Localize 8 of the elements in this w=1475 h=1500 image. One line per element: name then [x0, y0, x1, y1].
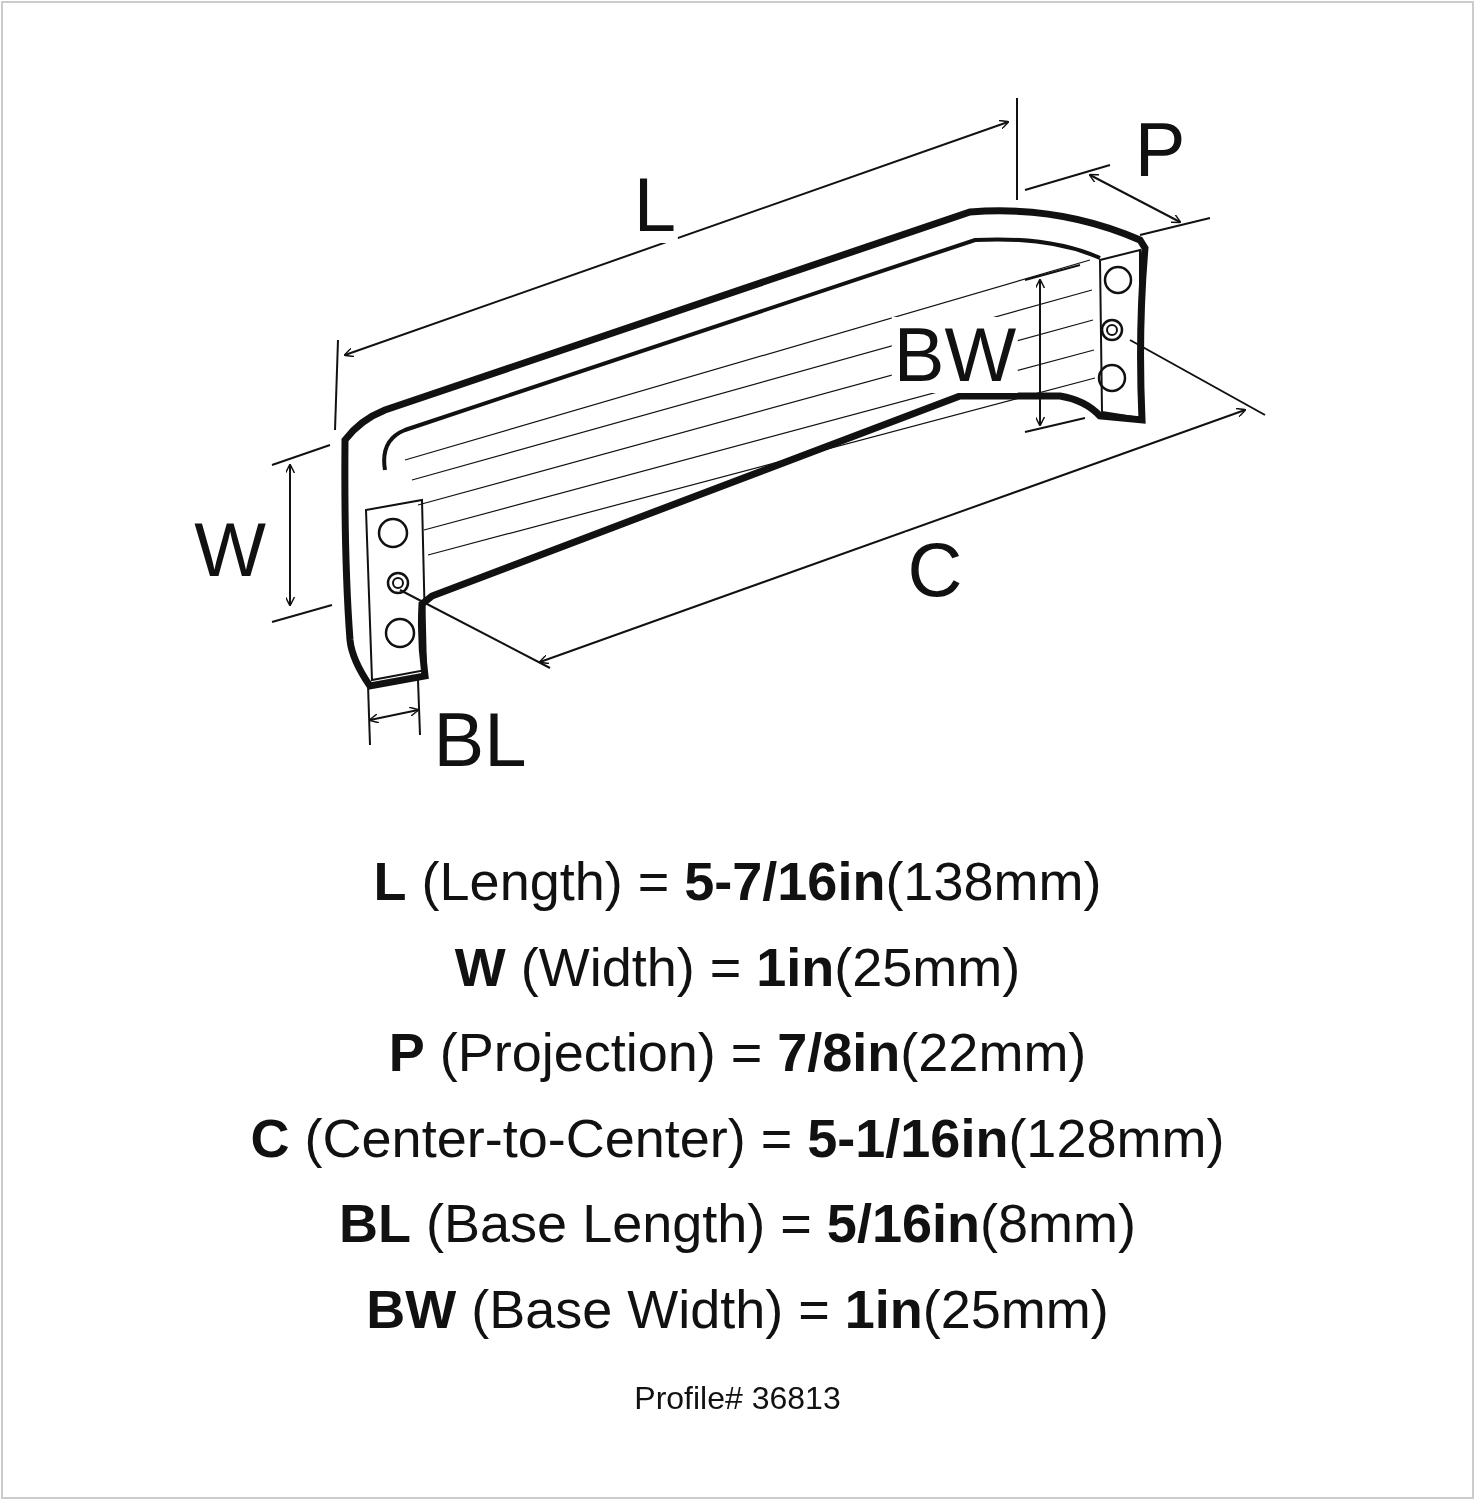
dimension-label: BW	[891, 317, 1019, 393]
spec-line: C (Center-to-Center) = 5-1/16in(128mm)	[250, 1107, 1225, 1168]
spec-line: BL (Base Length) = 5/16in(8mm)	[339, 1193, 1136, 1253]
profile-number: Profile# 36813	[634, 1380, 841, 1416]
spec-line: P (Projection) = 7/8in(22mm)	[388, 1022, 1087, 1082]
spec-line: L (Length) = 5-7/16in(138mm)	[373, 851, 1102, 911]
spec-line: W (Width) = 1in(25mm)	[454, 936, 1021, 997]
spec-line: BW (Base Width) = 1in(25mm)	[366, 1278, 1109, 1339]
